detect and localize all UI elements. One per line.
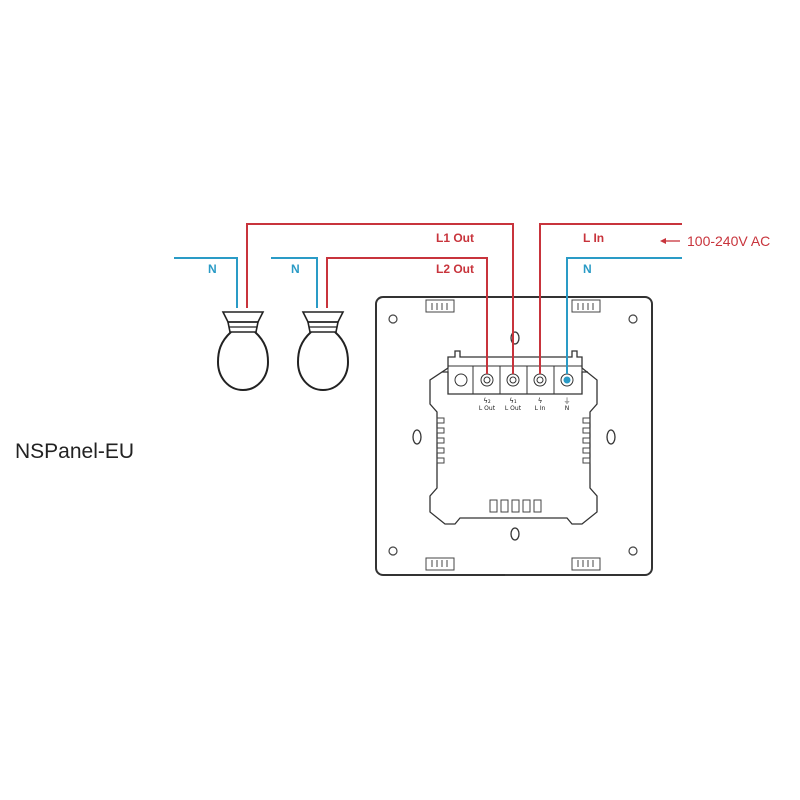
panel-corner-holes [388, 314, 638, 556]
wire-l2-out [326, 257, 488, 374]
terminal-label-l-in: L In [535, 405, 546, 412]
neutral-wires [174, 257, 682, 374]
bulb-2-icon [296, 311, 350, 392]
bulb-1-icon [216, 311, 270, 392]
terminal-symbol-l2-out: ϟ₂ [483, 397, 491, 405]
wire-n-main [566, 257, 682, 374]
terminal-symbol-l1-out: ϟ₁ [509, 397, 517, 405]
label-n-main: N [583, 262, 592, 276]
terminal-labels: ϟ₂ L Out ϟ₁ L Out ϟ L In ⏚ N [479, 397, 571, 412]
wire-n-lamp2 [271, 257, 318, 308]
terminal-screw-l2-out [480, 373, 494, 387]
terminal-screw-l1-out [506, 373, 520, 387]
terminal-label-n: N [565, 405, 570, 412]
panel-clips [425, 299, 601, 576]
wire-l-in [539, 223, 682, 374]
product-title: NSPanel-EU [15, 440, 135, 463]
terminal-block [447, 365, 583, 395]
wire-l1-out [246, 223, 514, 374]
label-l1-out: L1 Out [436, 231, 474, 245]
label-n-lamp2: N [291, 262, 300, 276]
supply-arrow [660, 238, 680, 244]
live-wires [246, 223, 682, 374]
wire-n-lamp1 [174, 257, 238, 308]
terminal-screw-l-in [533, 373, 547, 387]
label-l-in: L In [583, 231, 604, 245]
label-l2-out: L2 Out [436, 262, 474, 276]
terminal-symbol-l-in: ϟ [538, 397, 543, 405]
supply-voltage-label: 100-240V AC [687, 233, 770, 249]
label-n-lamp1: N [208, 262, 217, 276]
terminal-label-l2-out: L Out [479, 405, 496, 412]
side-vents [436, 417, 591, 513]
terminal-label-l1-out: L Out [505, 405, 522, 412]
terminal-symbol-n: ⏚ [564, 397, 571, 405]
